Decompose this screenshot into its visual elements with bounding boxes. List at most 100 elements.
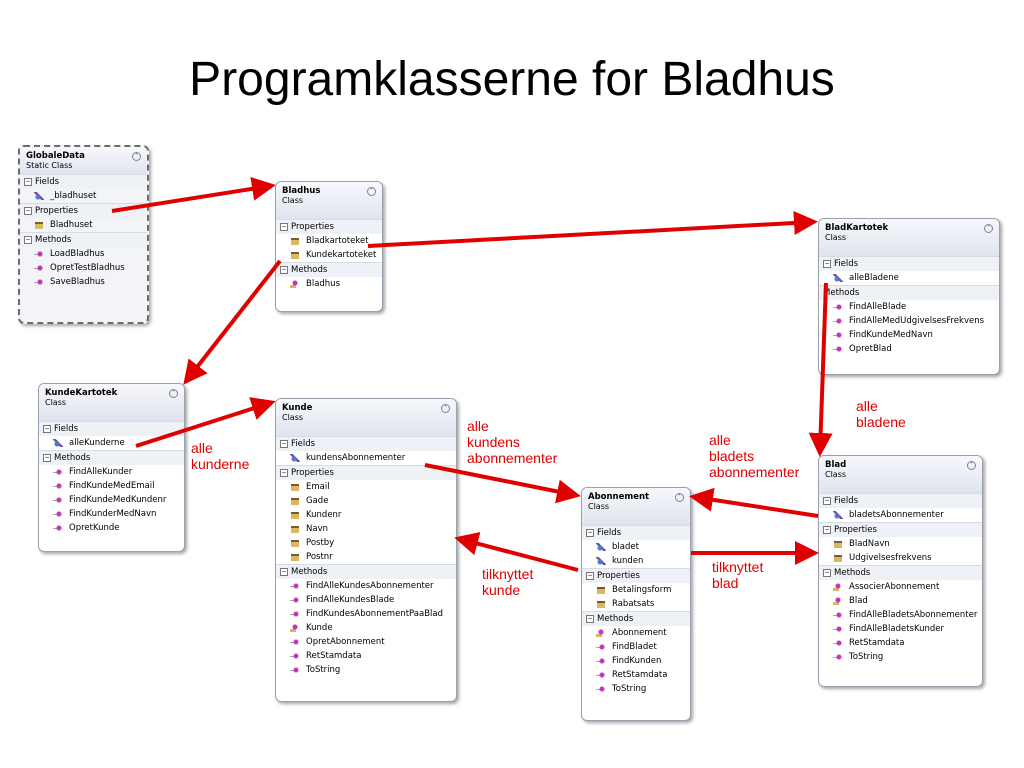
section-fields[interactable]: −Fields: [582, 525, 690, 540]
collapse-toggle-icon[interactable]: −: [43, 453, 51, 462]
section-fields[interactable]: −Fields: [819, 493, 982, 508]
member-method[interactable]: FindAlleBladetsKunder: [819, 622, 982, 636]
member-method[interactable]: SaveBladhus: [20, 275, 147, 289]
member-property[interactable]: Gade: [276, 494, 456, 508]
collapse-toggle-icon[interactable]: −: [823, 496, 831, 505]
member-field[interactable]: alleBladene: [819, 271, 999, 285]
member-field[interactable]: kunden: [582, 554, 690, 568]
collapse-icon[interactable]: ˄: [132, 152, 141, 161]
member-field[interactable]: kundensAbonnementer: [276, 451, 456, 465]
member-method[interactable]: OpretBlad: [819, 342, 999, 356]
member-method[interactable]: FindKundeMedNavn: [819, 328, 999, 342]
member-method[interactable]: FindKundeMedKundenr: [39, 493, 184, 507]
member-method[interactable]: OpretTestBladhus: [20, 261, 147, 275]
collapse-icon[interactable]: ˄: [984, 224, 993, 233]
member-property[interactable]: BladNavn: [819, 537, 982, 551]
member-method[interactable]: RetStamdata: [819, 636, 982, 650]
collapse-toggle-icon[interactable]: −: [280, 439, 288, 448]
member-property[interactable]: Email: [276, 480, 456, 494]
member-method[interactable]: FindKunden: [582, 654, 690, 668]
member-method[interactable]: Abonnement: [582, 626, 690, 640]
member-method[interactable]: FindAlleKundesAbonnementer: [276, 579, 456, 593]
collapse-icon[interactable]: ˄: [967, 461, 976, 470]
member-method[interactable]: AssocierAbonnement: [819, 580, 982, 594]
collapse-icon[interactable]: ˄: [675, 493, 684, 502]
section-methods[interactable]: −Methods: [20, 232, 147, 247]
member-field[interactable]: bladetsAbonnementer: [819, 508, 982, 522]
member-property[interactable]: Bladhuset: [20, 218, 147, 232]
member-field[interactable]: bladet: [582, 540, 690, 554]
member-method[interactable]: ToString: [819, 650, 982, 664]
section-properties[interactable]: −Properties: [819, 522, 982, 537]
member-field[interactable]: alleKunderne: [39, 436, 184, 450]
section-methods[interactable]: Methods: [819, 285, 999, 300]
member-field[interactable]: _bladhuset: [20, 189, 147, 203]
collapse-toggle-icon[interactable]: −: [280, 265, 288, 274]
section-methods[interactable]: −Methods: [276, 564, 456, 579]
member-method[interactable]: OpretAbonnement: [276, 635, 456, 649]
section-properties[interactable]: −Properties: [20, 203, 147, 218]
section-methods[interactable]: −Methods: [582, 611, 690, 626]
member-method[interactable]: Blad: [819, 594, 982, 608]
section-fields[interactable]: −Fields: [819, 256, 999, 271]
collapse-toggle-icon[interactable]: −: [280, 468, 288, 477]
member-method[interactable]: Kunde: [276, 621, 456, 635]
collapse-toggle-icon[interactable]: −: [586, 571, 594, 580]
collapse-toggle-icon[interactable]: −: [280, 567, 288, 576]
collapse-icon[interactable]: ˄: [169, 389, 178, 398]
member-method[interactable]: FindBladet: [582, 640, 690, 654]
collapse-toggle-icon[interactable]: −: [586, 528, 594, 537]
collapse-toggle-icon[interactable]: −: [24, 235, 32, 244]
member-property[interactable]: Udgivelsesfrekvens: [819, 551, 982, 565]
section-fields[interactable]: −Fields: [276, 436, 456, 451]
member-method[interactable]: FindKundeMedEmail: [39, 479, 184, 493]
class-bladhus[interactable]: Bladhus Class ˄ −Properties Bladkartotek…: [275, 181, 383, 312]
member-method[interactable]: FindAlleBlade: [819, 300, 999, 314]
collapse-toggle-icon[interactable]: −: [823, 525, 831, 534]
member-property[interactable]: Postby: [276, 536, 456, 550]
collapse-toggle-icon[interactable]: −: [24, 177, 32, 186]
member-property[interactable]: Kundenr: [276, 508, 456, 522]
section-properties[interactable]: −Properties: [276, 465, 456, 480]
section-properties[interactable]: −Properties: [582, 568, 690, 583]
class-globaledata[interactable]: GlobaleData Static Class ˄ −Fields _blad…: [18, 145, 149, 324]
member-method[interactable]: FindKunderMedNavn: [39, 507, 184, 521]
class-abonnement[interactable]: Abonnement Class ˄ −Fields bladet kunden…: [581, 487, 691, 721]
member-method[interactable]: RetStamdata: [276, 649, 456, 663]
member-method[interactable]: ToString: [582, 682, 690, 696]
collapse-toggle-icon[interactable]: −: [280, 222, 288, 231]
member-property[interactable]: Bladkartoteket: [276, 234, 382, 248]
member-method[interactable]: FindAlleKundesBlade: [276, 593, 456, 607]
member-property[interactable]: Navn: [276, 522, 456, 536]
member-property[interactable]: Betalingsform: [582, 583, 690, 597]
member-property[interactable]: Postnr: [276, 550, 456, 564]
method-icon: [833, 624, 843, 633]
section-methods[interactable]: −Methods: [819, 565, 982, 580]
member-property[interactable]: Kundekartoteket: [276, 248, 382, 262]
member-property[interactable]: Rabatsats: [582, 597, 690, 611]
collapse-toggle-icon[interactable]: −: [823, 568, 831, 577]
section-fields[interactable]: −Fields: [20, 174, 147, 189]
member-method[interactable]: FindAlleMedUdgivelsesFrekvens: [819, 314, 999, 328]
class-blad[interactable]: Blad Class ˄ −Fields bladetsAbonnementer…: [818, 455, 983, 687]
section-fields[interactable]: −Fields: [39, 421, 184, 436]
section-properties[interactable]: −Properties: [276, 219, 382, 234]
section-methods[interactable]: −Methods: [276, 262, 382, 277]
member-method[interactable]: ToString: [276, 663, 456, 677]
member-method[interactable]: OpretKunde: [39, 521, 184, 535]
class-kundekartotek[interactable]: KundeKartotek Class ˄ −Fields alleKunder…: [38, 383, 185, 552]
member-method[interactable]: Bladhus: [276, 277, 382, 291]
member-method[interactable]: FindAlleBladetsAbonnementer: [819, 608, 982, 622]
class-bladkartotek[interactable]: BladKartotek Class ˄ −Fields alleBladene…: [818, 218, 1000, 375]
collapse-icon[interactable]: ˄: [367, 187, 376, 196]
member-method[interactable]: LoadBladhus: [20, 247, 147, 261]
collapse-toggle-icon[interactable]: −: [24, 206, 32, 215]
collapse-toggle-icon[interactable]: −: [586, 614, 594, 623]
collapse-toggle-icon[interactable]: −: [823, 259, 831, 268]
section-methods[interactable]: −Methods: [39, 450, 184, 465]
collapse-icon[interactable]: ˄: [441, 404, 450, 413]
member-method[interactable]: FindAlleKunder: [39, 465, 184, 479]
member-method[interactable]: RetStamdata: [582, 668, 690, 682]
collapse-toggle-icon[interactable]: −: [43, 424, 51, 433]
member-method[interactable]: FindKundesAbonnementPaaBlad: [276, 607, 456, 621]
